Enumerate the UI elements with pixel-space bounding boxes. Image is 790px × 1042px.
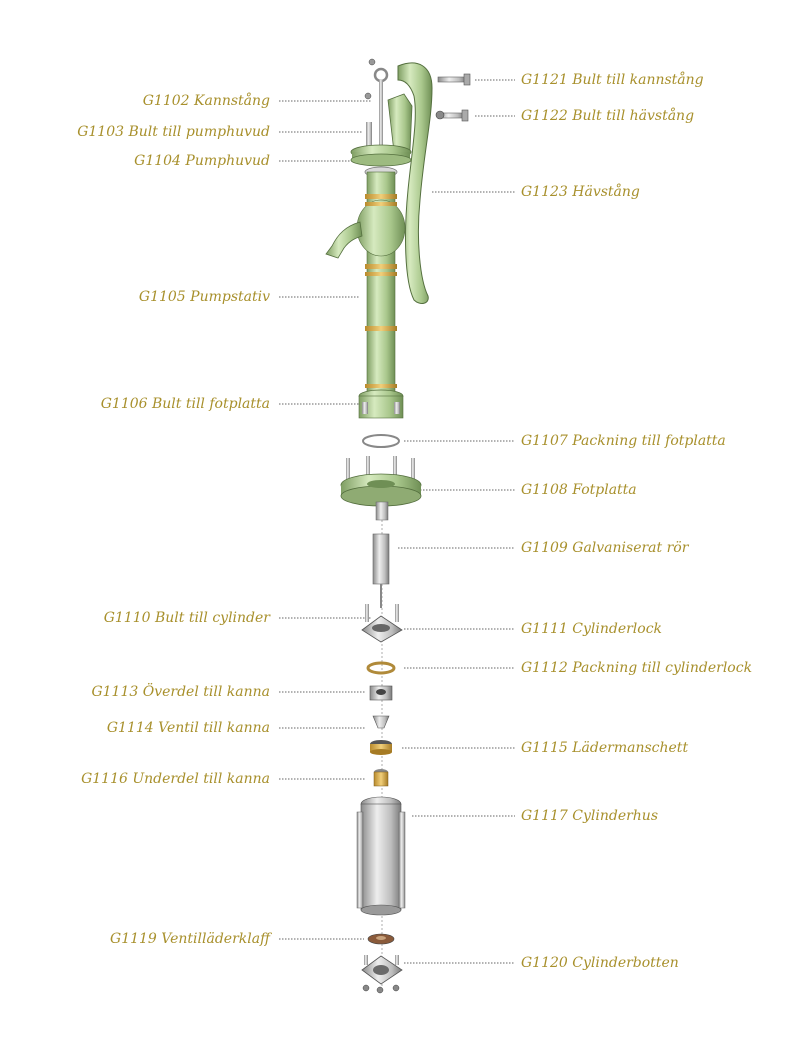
label-g1103: G1103 Bult till pumphuvud bbox=[77, 124, 270, 140]
label-g1120: G1120 Cylinderbotten bbox=[521, 955, 679, 971]
valve-g1114 bbox=[372, 715, 390, 729]
gasket-g1107 bbox=[362, 434, 400, 448]
label-g1111: G1111 Cylinderlock bbox=[521, 621, 663, 637]
label-g1113: G1113 Överdel till kanna bbox=[91, 684, 270, 700]
label-g1119: G1119 Ventilläderklaff bbox=[110, 931, 270, 947]
gasket-g1112 bbox=[366, 661, 396, 675]
cylinder-lid bbox=[361, 604, 403, 643]
bolt-g1121 bbox=[437, 73, 471, 86]
label-g1122: G1122 Bult till hävstång bbox=[521, 108, 695, 124]
leader-lines bbox=[279, 79, 515, 964]
valve-flap bbox=[367, 933, 395, 945]
label-g1117: G1117 Cylinderhus bbox=[521, 808, 659, 824]
bolt-g1122 bbox=[435, 109, 469, 122]
label-g1106: G1106 Bult till fotplatta bbox=[100, 396, 270, 412]
label-g1114: G1114 Ventil till kanna bbox=[106, 720, 270, 736]
label-g1108: G1108 Fotplatta bbox=[521, 482, 637, 498]
label-g1110: G1110 Bult till cylinder bbox=[103, 610, 270, 626]
label-g1115: G1115 Lädermanschett bbox=[521, 740, 689, 756]
label-g1112: G1112 Packning till cylinderlock bbox=[521, 660, 753, 676]
label-g1105: G1105 Pumpstativ bbox=[138, 289, 270, 305]
label-g1116: G1116 Underdel till kanna bbox=[81, 771, 270, 787]
galvanized-pipe bbox=[372, 533, 390, 608]
label-g1104: G1104 Pumphuvud bbox=[134, 153, 270, 169]
label-g1107: G1107 Packning till fotplatta bbox=[521, 433, 726, 449]
leather-cup bbox=[370, 740, 392, 755]
foot-plate bbox=[340, 456, 422, 521]
cylinder-bottom bbox=[361, 955, 403, 994]
pump-column bbox=[325, 166, 406, 419]
bucket-lower bbox=[373, 769, 389, 787]
label-g1109: G1109 Galvaniserat rör bbox=[521, 540, 689, 556]
cylinder-housing bbox=[356, 796, 406, 916]
label-g1123: G1123 Hävstång bbox=[521, 184, 640, 200]
label-g1102: G1102 Kannstång bbox=[142, 93, 270, 109]
pump-head bbox=[350, 93, 413, 167]
lever-handle bbox=[397, 62, 433, 304]
bucket-upper bbox=[369, 685, 393, 701]
pump-rod-top bbox=[364, 58, 389, 160]
label-g1121: G1121 Bult till kannstång bbox=[521, 72, 704, 88]
